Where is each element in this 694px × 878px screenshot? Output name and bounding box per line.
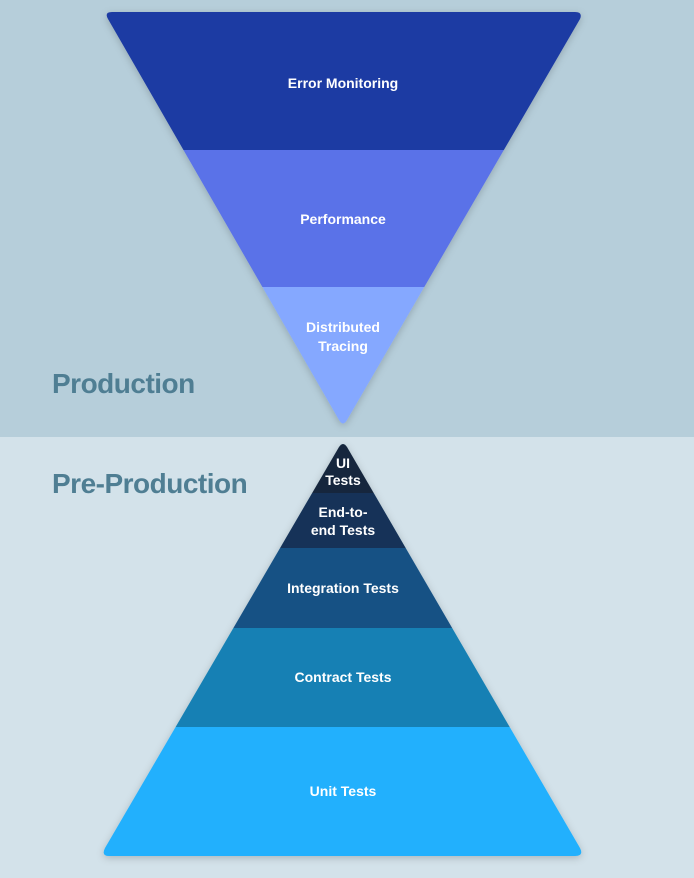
label-end-tests: end Tests xyxy=(311,522,376,538)
layer-unit-tests xyxy=(103,727,582,856)
pre-production-label: Pre-Production xyxy=(52,468,248,499)
layer-end-to-end-tests xyxy=(103,493,582,548)
label-integration-tests: Integration Tests xyxy=(287,580,399,596)
label-performance: Performance xyxy=(300,211,386,227)
label-end-to: End-to- xyxy=(319,504,368,520)
label-contract-tests: Contract Tests xyxy=(295,669,392,685)
layer-error-monitoring xyxy=(106,12,581,150)
label-distributed: Distributed xyxy=(306,319,380,335)
label-unit-tests: Unit Tests xyxy=(310,783,377,799)
label-ui: UI xyxy=(336,455,350,471)
layer-distributed-tracing xyxy=(106,287,581,424)
label-tests: Tests xyxy=(325,472,361,488)
production-label: Production xyxy=(52,368,195,399)
label-error-monitoring: Error Monitoring xyxy=(288,75,398,91)
label-tracing: Tracing xyxy=(318,338,368,354)
